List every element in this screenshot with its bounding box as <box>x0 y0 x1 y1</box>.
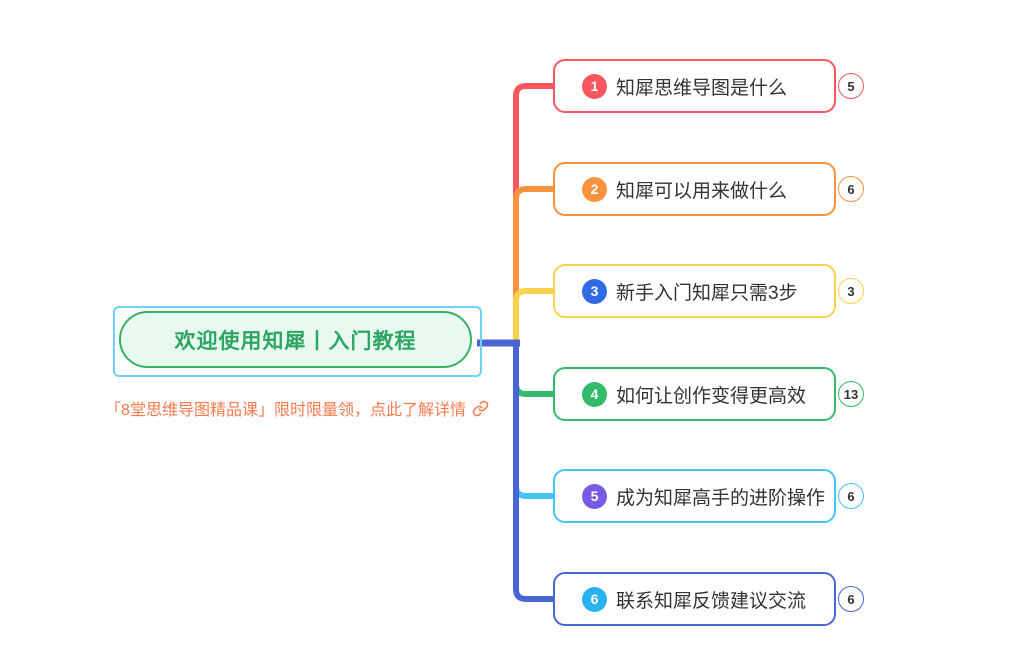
branch-label-2: 知犀可以用来做什么 <box>616 180 788 202</box>
branch-number-badge-6: 6 <box>582 586 607 612</box>
branch-label-3: 新手入门知犀只需3步 <box>616 282 798 304</box>
child-count-badge-1[interactable]: 5 <box>838 73 864 99</box>
root-subtitle-link[interactable]: 「8堂思维导图精品课」限时限量领，点此了解详情 <box>58 396 536 420</box>
root-node[interactable]: 欢迎使用知犀丨入门教程 <box>119 311 472 368</box>
branch-number-badge-2: 2 <box>582 176 607 202</box>
child-count-badge-2[interactable]: 6 <box>838 176 864 202</box>
child-count-badge-4[interactable]: 13 <box>838 381 864 407</box>
child-count-badge-5[interactable]: 6 <box>838 483 864 509</box>
branch-number-badge-4: 4 <box>582 381 607 407</box>
branch-label-5: 成为知犀高手的进阶操作 <box>616 487 826 509</box>
branch-node-2[interactable]: 2 知犀可以用来做什么 <box>553 162 836 216</box>
edge-branch-3 <box>513 288 553 343</box>
branch-node-4[interactable]: 4 如何让创作变得更高效 <box>553 367 836 421</box>
edge-branch-4 <box>513 343 553 397</box>
root-title: 欢迎使用知犀丨入门教程 <box>174 329 417 353</box>
branch-node-3[interactable]: 3 新手入门知犀只需3步 <box>553 264 836 318</box>
edge-branch-2 <box>513 186 553 343</box>
branch-label-6: 联系知犀反馈建议交流 <box>616 590 807 612</box>
child-count-badge-6[interactable]: 6 <box>838 586 864 612</box>
root-subtitle-text: 「8堂思维导图精品课」限时限量领，点此了解详情 <box>105 402 466 419</box>
selection-outline <box>113 306 482 377</box>
branch-node-6[interactable]: 6 联系知犀反馈建议交流 <box>553 572 836 626</box>
branch-number-badge-1: 1 <box>582 73 607 99</box>
edge-branch-6 <box>513 343 553 602</box>
branch-label-4: 如何让创作变得更高效 <box>616 385 807 407</box>
link-icon[interactable] <box>472 400 489 417</box>
branch-number-badge-5: 5 <box>582 483 607 509</box>
branch-number-badge-3: 3 <box>582 278 607 304</box>
branch-label-1: 知犀思维导图是什么 <box>616 77 788 99</box>
branch-node-1[interactable]: 1 知犀思维导图是什么 <box>553 59 836 113</box>
edge-branch-1 <box>513 83 553 343</box>
child-count-badge-3[interactable]: 3 <box>838 278 864 304</box>
branch-node-5[interactable]: 5 成为知犀高手的进阶操作 <box>553 469 836 523</box>
